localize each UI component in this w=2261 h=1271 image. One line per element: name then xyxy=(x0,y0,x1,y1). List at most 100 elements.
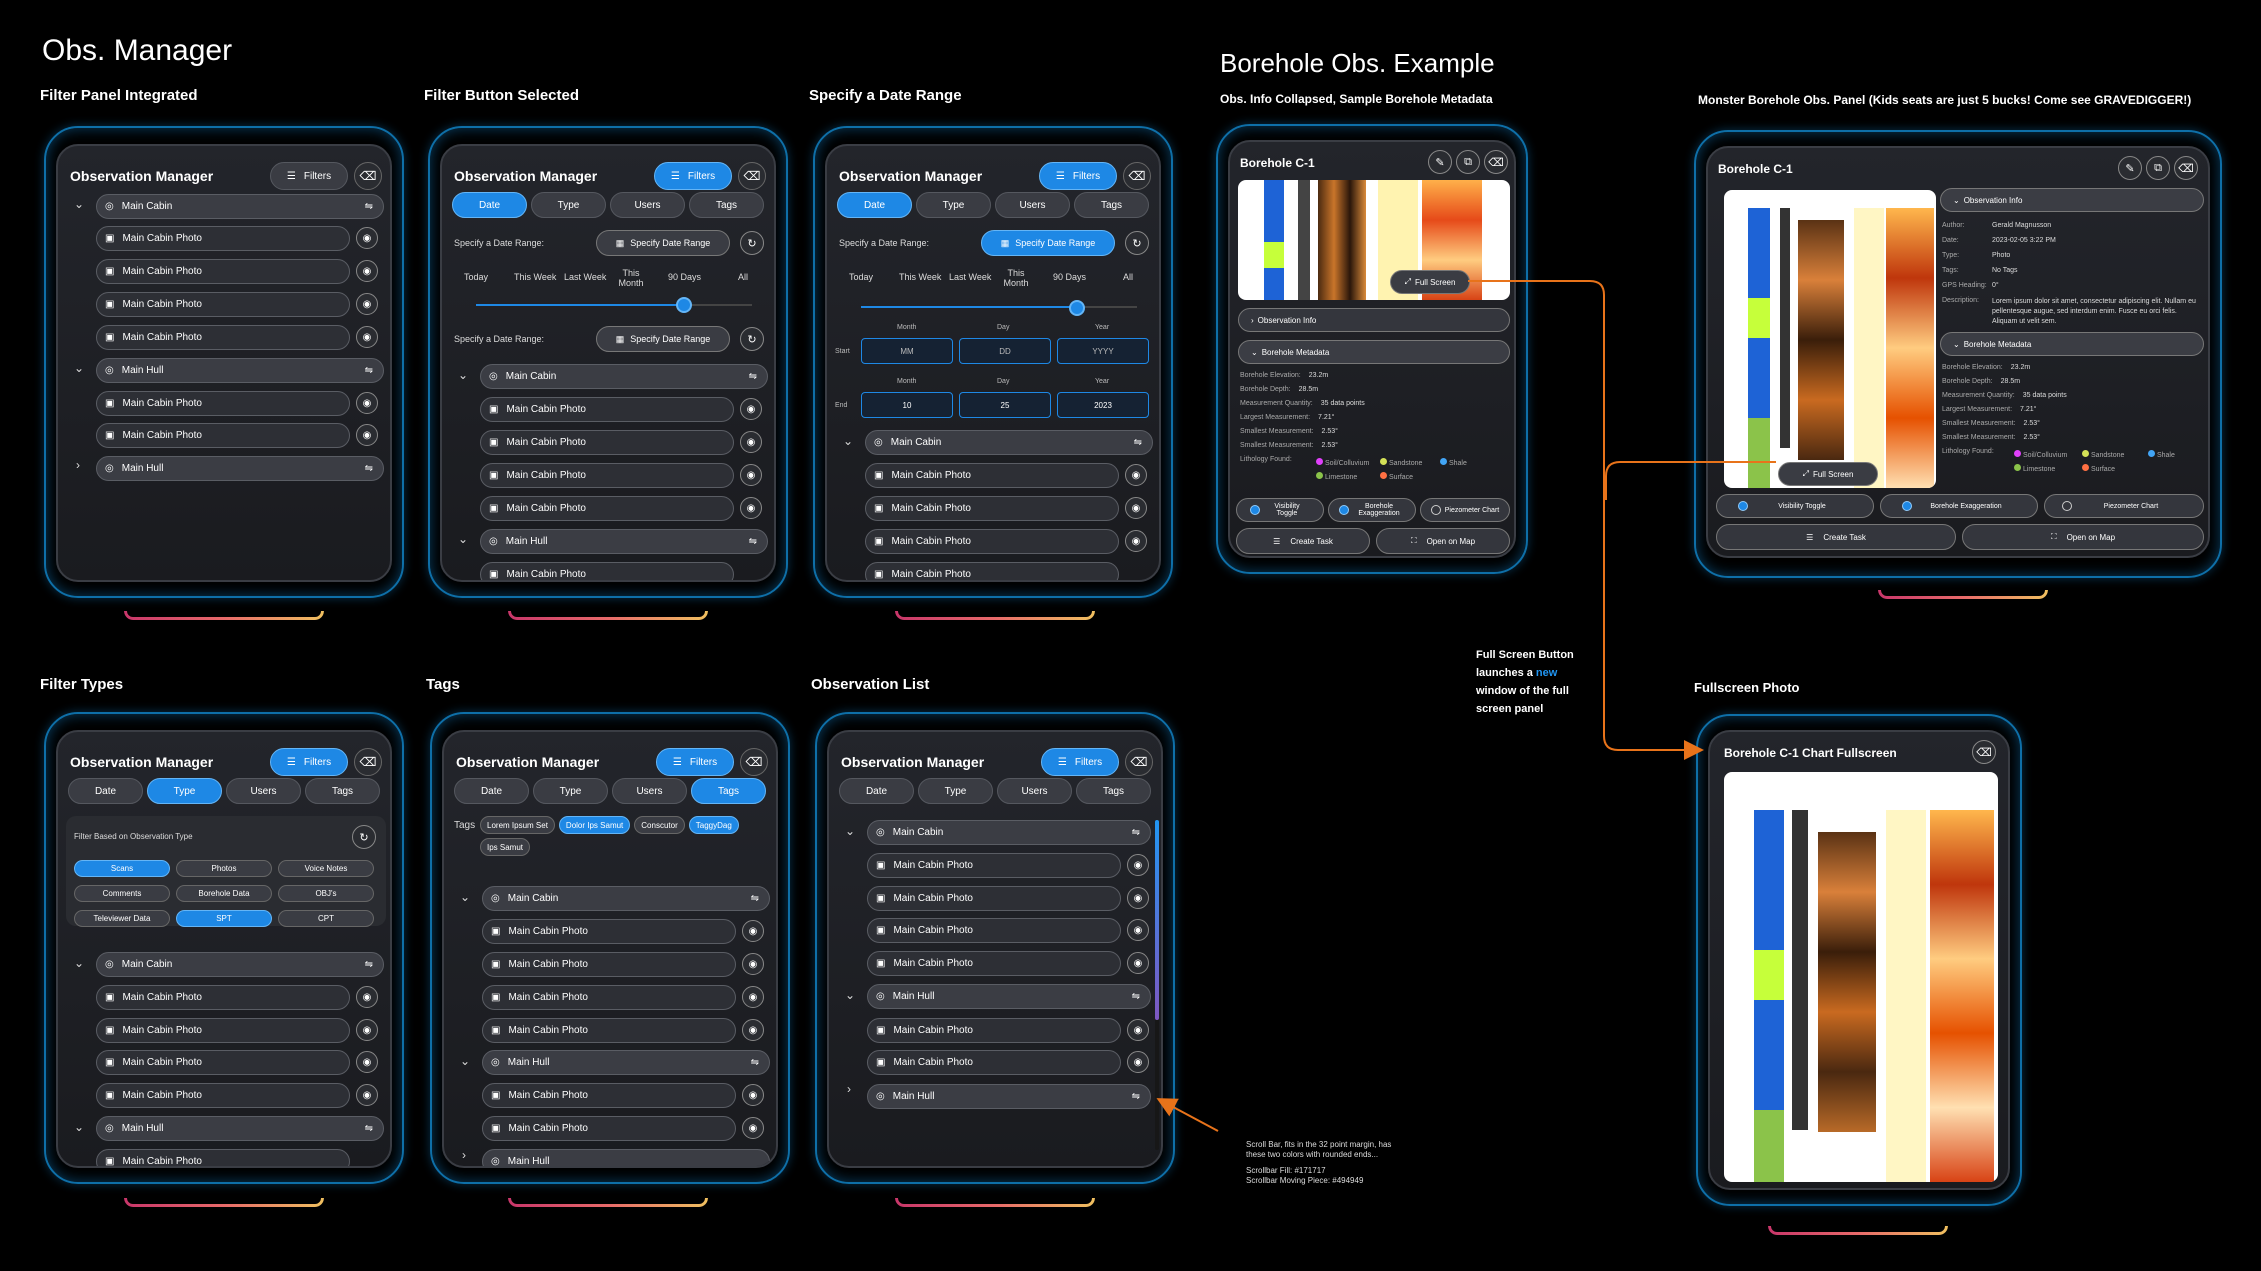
chevron-down-icon[interactable]: ⌄ xyxy=(845,824,856,838)
end-day-input[interactable]: 25 xyxy=(959,392,1051,418)
copy-icon[interactable]: ⧉ xyxy=(2146,156,2170,180)
list-item[interactable]: ▣Main Cabin Photo xyxy=(867,951,1121,976)
chevron-right-icon[interactable]: › xyxy=(847,1082,851,1096)
tab-type[interactable]: Type xyxy=(533,778,608,804)
tag-chip[interactable]: Ips Samut xyxy=(480,838,531,856)
tab-tags[interactable]: Tags xyxy=(691,778,766,804)
list-item[interactable]: ▣Main Cabin Photo xyxy=(865,562,1119,580)
preset-today[interactable]: Today xyxy=(849,272,874,282)
group-main-hull[interactable]: ◎Main Hull⇋ xyxy=(867,984,1151,1009)
chevron-down-icon[interactable]: ⌄ xyxy=(74,197,85,211)
eye-icon[interactable]: ◉ xyxy=(742,1117,764,1139)
filters-button[interactable]: ☰Filters xyxy=(270,162,348,190)
list-item[interactable]: ▣Main Cabin Photo xyxy=(865,463,1119,488)
filters-button[interactable]: ☰Filters xyxy=(656,748,734,776)
edit-icon[interactable]: ✎ xyxy=(1428,150,1452,174)
chevron-right-icon[interactable]: › xyxy=(462,1148,466,1162)
tab-tags[interactable]: Tags xyxy=(305,778,380,804)
refresh-icon[interactable]: ↻ xyxy=(740,231,764,255)
list-item[interactable]: ▣Main Cabin Photo xyxy=(96,1149,350,1166)
preset-all[interactable]: All xyxy=(1123,272,1134,282)
tab-users[interactable]: Users xyxy=(997,778,1072,804)
piezometer-chart-toggle[interactable]: Piezometer Chart xyxy=(2044,494,2204,518)
close-icon[interactable]: ⌫ xyxy=(1484,150,1508,174)
piezometer-chart-toggle[interactable]: Piezometer Chart xyxy=(1420,498,1510,522)
tab-date[interactable]: Date xyxy=(839,778,914,804)
tab-type[interactable]: Type xyxy=(916,192,991,218)
visibility-toggle[interactable]: Visibility Toggle xyxy=(1716,494,1874,518)
preset-last-week[interactable]: Last Week xyxy=(949,272,992,282)
list-item[interactable]: ▣Main Cabin Photo xyxy=(867,853,1121,878)
group-main-hull[interactable]: ◎Main Hull⇋ xyxy=(96,358,384,383)
eye-icon[interactable]: ◉ xyxy=(740,431,762,453)
eye-icon[interactable]: ◉ xyxy=(742,953,764,975)
list-item[interactable]: ▣Main Cabin Photo xyxy=(482,1116,736,1141)
full-screen-button[interactable]: ⤢Full Screen xyxy=(1778,462,1878,486)
create-task-button[interactable]: ☰Create Task xyxy=(1236,528,1370,554)
list-item[interactable]: ▣Main Cabin Photo xyxy=(867,1050,1121,1075)
tag-chip[interactable]: TaggyDag xyxy=(688,816,739,834)
close-button[interactable]: ⌫ xyxy=(738,162,766,190)
tab-users[interactable]: Users xyxy=(226,778,301,804)
list-item[interactable]: ▣Main Cabin Photo xyxy=(96,325,350,350)
preset-this-week[interactable]: This Week xyxy=(514,272,557,282)
tag-chip[interactable]: Lorem Ipsum Set xyxy=(480,816,555,834)
eye-icon[interactable]: ◉ xyxy=(356,424,378,446)
tab-tags[interactable]: Tags xyxy=(1074,192,1149,218)
tab-date[interactable]: Date xyxy=(454,778,529,804)
chevron-down-icon[interactable]: ⌄ xyxy=(460,890,471,904)
close-icon[interactable]: ⌫ xyxy=(2174,156,2198,180)
scrollbar-thumb[interactable] xyxy=(1155,820,1159,1020)
type-borehole-data[interactable]: Borehole Data xyxy=(176,885,272,902)
group-main-hull[interactable]: ◎Main Hull⇋ xyxy=(482,1050,770,1075)
chevron-down-icon[interactable]: ⌄ xyxy=(843,434,854,448)
list-item[interactable]: ▣Main Cabin Photo xyxy=(96,1050,350,1075)
filters-button[interactable]: ☰Filters xyxy=(654,162,732,190)
eye-icon[interactable]: ◉ xyxy=(1125,497,1147,519)
list-item[interactable]: ▣Main Cabin Photo xyxy=(482,985,736,1010)
chevron-right-icon[interactable]: › xyxy=(76,458,80,472)
eye-icon[interactable]: ◉ xyxy=(742,1084,764,1106)
list-item[interactable]: ▣Main Cabin Photo xyxy=(482,1083,736,1108)
tab-date[interactable]: Date xyxy=(452,192,527,218)
visibility-toggle[interactable]: Visibility Toggle xyxy=(1236,498,1324,522)
chevron-down-icon[interactable]: ⌄ xyxy=(845,988,856,1002)
chevron-down-icon[interactable]: ⌄ xyxy=(74,361,85,375)
eye-icon[interactable]: ◉ xyxy=(356,1051,378,1073)
date-slider-knob[interactable] xyxy=(676,297,692,313)
group-main-cabin[interactable]: ◎Main Cabin⇋ xyxy=(480,364,768,389)
borehole-metadata-toggle[interactable]: ⌄Borehole Metadata xyxy=(1238,340,1510,364)
eye-icon[interactable]: ◉ xyxy=(1125,464,1147,486)
tab-tags[interactable]: Tags xyxy=(689,192,764,218)
specify-date-range-button[interactable]: ▦Specify Date Range xyxy=(596,326,730,352)
eye-icon[interactable]: ◉ xyxy=(1127,919,1149,941)
eye-icon[interactable]: ◉ xyxy=(740,497,762,519)
chevron-down-icon[interactable]: ⌄ xyxy=(74,1120,85,1134)
list-item[interactable]: ▣Main Cabin Photo xyxy=(96,1083,350,1108)
type-objs[interactable]: OBJ's xyxy=(278,885,374,902)
edit-icon[interactable]: ✎ xyxy=(2118,156,2142,180)
group-main-cabin[interactable]: ◎Main Cabin⇋ xyxy=(96,952,384,977)
preset-last-week[interactable]: Last Week xyxy=(564,272,607,282)
close-icon[interactable]: ⌫ xyxy=(1972,740,1996,764)
list-item[interactable]: ▣Main Cabin Photo xyxy=(867,918,1121,943)
tab-users[interactable]: Users xyxy=(995,192,1070,218)
list-item[interactable]: ▣Main Cabin Photo xyxy=(867,1018,1121,1043)
type-photos[interactable]: Photos xyxy=(176,860,272,877)
chevron-down-icon[interactable]: ⌄ xyxy=(74,956,85,970)
eye-icon[interactable]: ◉ xyxy=(1125,530,1147,552)
list-item[interactable]: ▣Main Cabin Photo xyxy=(480,562,734,580)
eye-icon[interactable]: ◉ xyxy=(356,986,378,1008)
filters-button[interactable]: ☰Filters xyxy=(1039,162,1117,190)
eye-icon[interactable]: ◉ xyxy=(1127,854,1149,876)
start-year-input[interactable]: YYYY xyxy=(1057,338,1149,364)
eye-icon[interactable]: ◉ xyxy=(356,1084,378,1106)
eye-icon[interactable]: ◉ xyxy=(742,920,764,942)
open-on-map-button[interactable]: ⛶Open on Map xyxy=(1376,528,1510,554)
group-main-cabin[interactable]: ◎Main Cabin⇋ xyxy=(865,430,1153,455)
refresh-icon[interactable]: ↻ xyxy=(1125,231,1149,255)
preset-90-days[interactable]: 90 Days xyxy=(668,272,702,282)
eye-icon[interactable]: ◉ xyxy=(1127,952,1149,974)
tab-type[interactable]: Type xyxy=(531,192,606,218)
preset-this-week[interactable]: This Week xyxy=(899,272,942,282)
